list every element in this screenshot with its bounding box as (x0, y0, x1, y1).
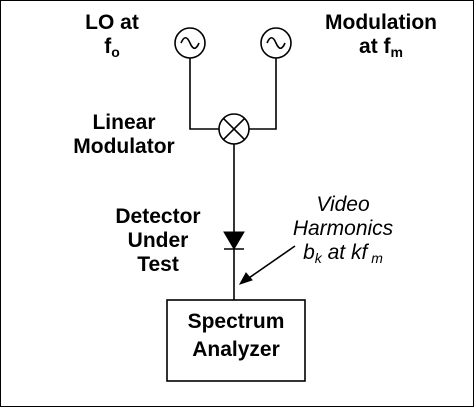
spectrum-analyzer-box (166, 299, 306, 382)
video-label-line1: Video (316, 193, 370, 216)
modulator-label: Linear Modulator (59, 111, 189, 159)
modulation-at-f: at f (359, 35, 391, 58)
video-b: b (303, 241, 315, 264)
diode-icon (223, 231, 245, 250)
lo-label: LO at fo (71, 11, 153, 59)
detector-label-line1: Detector (115, 205, 201, 228)
modulation-label-line2: at fm (313, 35, 449, 59)
modulation-label: Modulation at fm (313, 11, 449, 59)
lo-f-sub: o (111, 44, 120, 60)
modulation-sine-icon (266, 36, 286, 50)
modulator-label-line1: Linear (92, 111, 156, 134)
lo-wire (189, 58, 219, 130)
video-f-sub: m (367, 250, 383, 266)
modulation-wire (249, 58, 277, 130)
video-b-sub: k (314, 250, 322, 266)
lo-label-line2: fo (71, 35, 153, 59)
analyzer-label-line1: Spectrum (187, 310, 285, 333)
pointer-arrow-shaft (245, 245, 296, 281)
video-label-line2: Harmonics (292, 217, 394, 240)
lo-f: f (104, 35, 112, 58)
modulation-f-sub: m (390, 44, 403, 60)
video-at-kf: at kf (321, 241, 368, 264)
lo-label-line1: LO at (85, 11, 139, 34)
modulation-label-line1: Modulation (325, 11, 437, 34)
spectrum-analyzer-label: Spectrum Analyzer (167, 308, 305, 364)
lo-sine-icon (180, 36, 200, 50)
modulator-label-line2: Modulator (73, 135, 175, 158)
detector-label: Detector Under Test (101, 205, 215, 277)
pointer-arrowhead-icon (238, 272, 253, 285)
video-label-line3: bk at kf m (273, 241, 413, 265)
mixer-cross-b (222, 117, 246, 141)
analyzer-label-line2: Analyzer (192, 338, 280, 361)
detector-label-line2: Under (127, 229, 189, 252)
detector-label-line3: Test (137, 253, 179, 276)
video-harmonics-label: Video Harmonics bk at kf m (273, 193, 413, 265)
